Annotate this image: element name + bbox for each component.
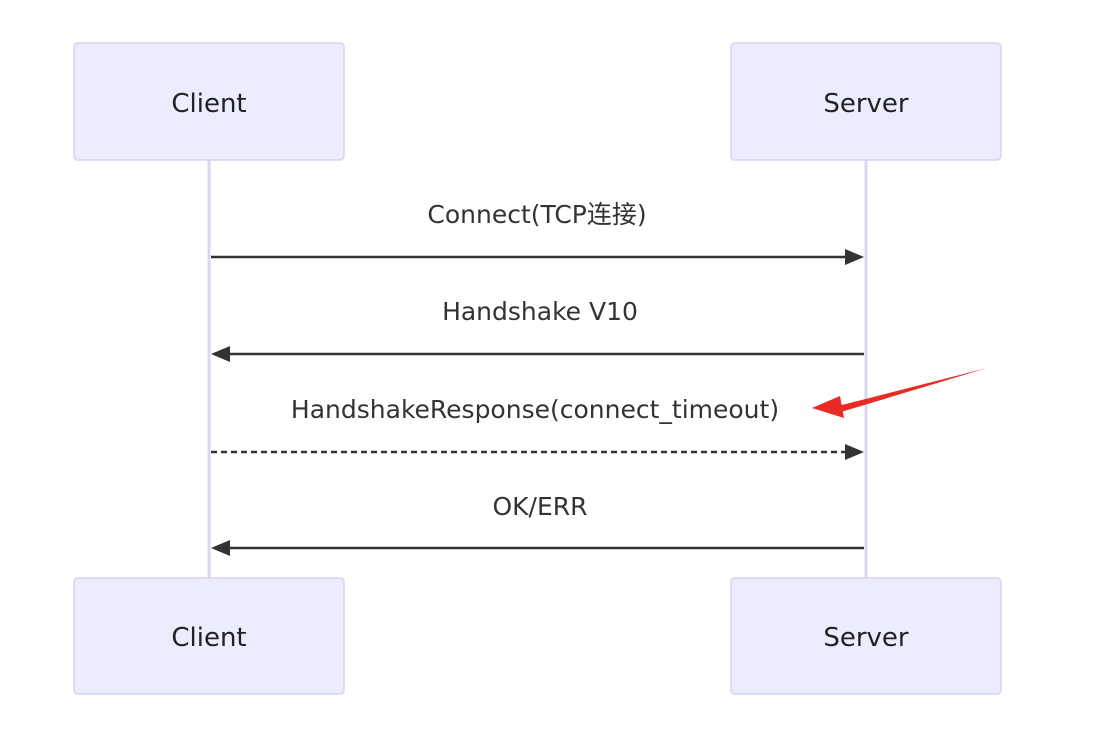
message-connect-label: Connect(TCP连接) [427,200,646,229]
server-actor-bottom: Server [730,577,1002,695]
message-ok-err-label: OK/ERR [492,492,587,521]
server-actor-bottom-label: Server [823,623,909,653]
message-connect: Connect(TCP连接) [211,200,864,265]
annotation-arrow-shaft [838,368,987,412]
message-handshake-label: Handshake V10 [442,297,638,326]
client-actor-bottom: Client [73,577,345,695]
message-handshake-response-label: HandshakeResponse(connect_timeout) [291,395,779,424]
server-actor-bottom-box [730,577,1002,695]
server-actor-top-box [730,42,1002,161]
message-handshake-response: HandshakeResponse(connect_timeout) [211,395,864,460]
message-ok-err-arrowhead [211,540,230,556]
annotation-arrow-head [812,396,844,418]
annotation-arrow [812,368,987,418]
server-actor-top-label: Server [823,89,909,119]
client-actor-bottom-box [73,577,345,695]
message-handshake: Handshake V10 [211,297,864,362]
message-handshake-response-arrowhead [845,444,864,460]
message-connect-arrowhead [845,249,864,265]
client-actor-top: Client [73,42,345,161]
message-ok-err: OK/ERR [211,492,864,556]
client-actor-top-box [73,42,345,161]
client-actor-top-label: Client [171,89,246,119]
message-handshake-arrowhead [211,346,230,362]
server-actor-top: Server [730,42,1002,161]
client-actor-bottom-label: Client [171,623,246,653]
